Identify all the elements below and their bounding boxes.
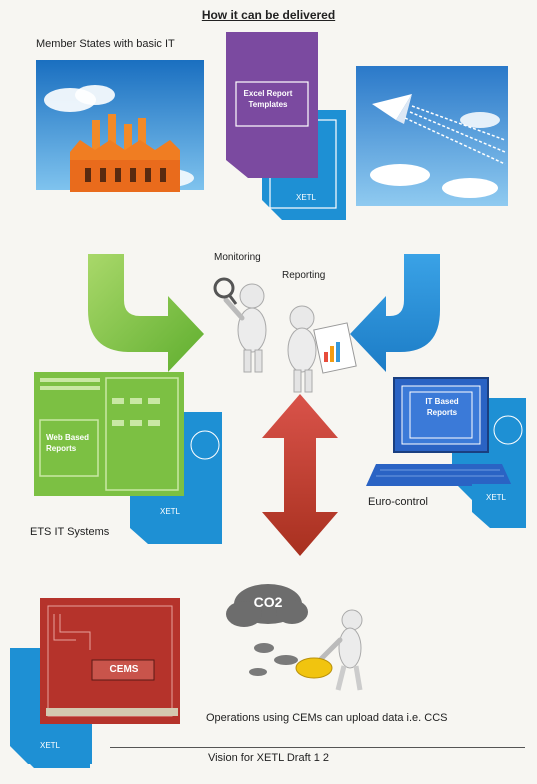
page-title: How it can be delivered [201, 8, 336, 22]
xetl-doc-web: XETL [130, 496, 222, 544]
monitoring-label: Monitoring [214, 252, 261, 263]
footer-text: Vision for XETL Draft 1 2 [207, 752, 330, 764]
euro-control-label: Euro-control [368, 496, 428, 508]
xetl-label-top: XETL [296, 193, 317, 202]
computer-it-reports: XETL [366, 377, 526, 528]
cems-label: CEMS [109, 664, 139, 675]
xetl-label-web: XETL [160, 507, 181, 516]
xetl-label-cems: XETL [40, 741, 61, 750]
co2-label: CO2 [253, 594, 283, 610]
blue-arrow [350, 254, 440, 372]
xetl-label-it: XETL [486, 493, 507, 502]
ets-it-systems-label: ETS IT Systems [30, 526, 110, 538]
footer-divider [110, 747, 525, 748]
excel-template-doc [226, 32, 318, 178]
green-arrow [88, 254, 204, 372]
it-reports-label: IT Based Reports [425, 397, 459, 417]
cems-board: XETL [10, 598, 180, 768]
web-reports-label: Web Based Reports [46, 433, 89, 453]
monitoring-reporting-figures [213, 277, 357, 393]
operations-label: Operations using CEMs can upload data i.… [206, 712, 448, 724]
reporting-label: Reporting [282, 270, 326, 281]
factory-illustration [36, 60, 204, 192]
member-states-label: Member States with basic IT [36, 38, 175, 50]
red-double-arrow [262, 394, 338, 556]
paper-plane-illustration [356, 66, 508, 206]
co2-illustration [226, 584, 363, 691]
excel-templates-label: Excel Report Templates [243, 89, 293, 109]
